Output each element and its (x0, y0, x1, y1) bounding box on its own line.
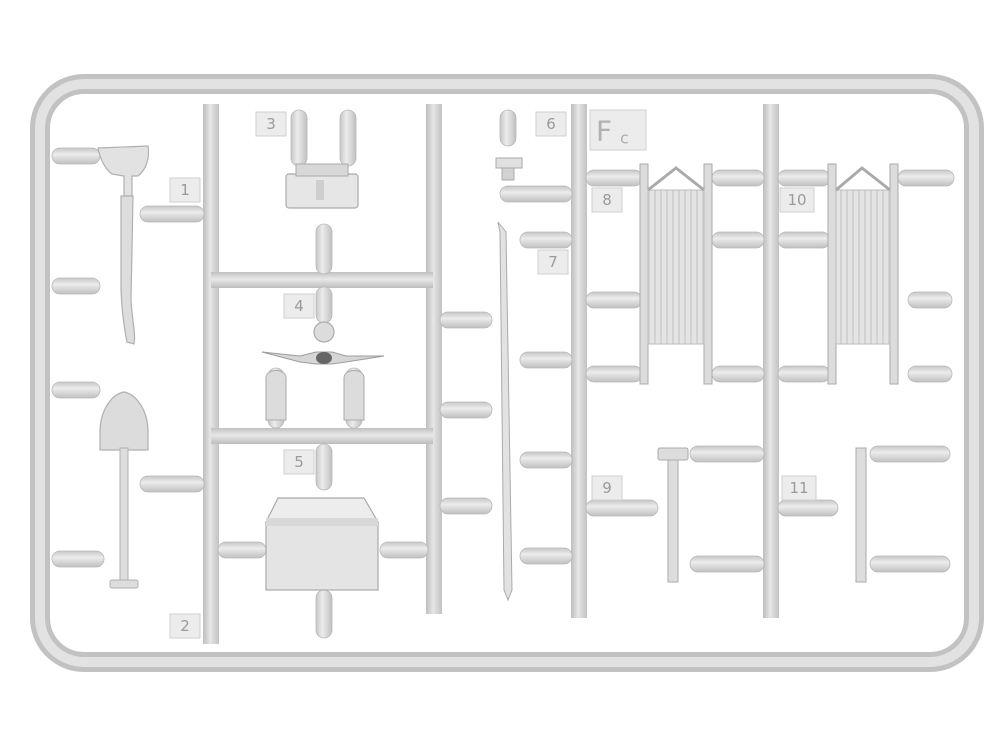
part-label-1: 1 (169, 177, 201, 203)
part-frame (855, 447, 867, 583)
sprue-id-suffix: c (620, 129, 629, 148)
part-label-8: 8 (591, 187, 623, 213)
part-shovel (99, 391, 149, 589)
part-label-6: 6 (535, 111, 567, 137)
gates (51, 109, 955, 639)
part-label-9: 9 (591, 475, 623, 501)
part-bracket (285, 163, 359, 209)
part-number-11: 11 (789, 479, 808, 497)
part-number-5: 5 (294, 453, 304, 471)
part-stretcher-a (639, 163, 713, 385)
part-labels: 1 2 3 4 5 6 7 8 9 10 11 (169, 111, 817, 639)
sprue-frame (30, 74, 984, 672)
part-double-fitting (261, 321, 385, 421)
vertical-runners (203, 104, 779, 644)
part-box (265, 497, 380, 591)
part-rod (495, 157, 523, 602)
part-number-1: 1 (180, 181, 190, 199)
part-axe (97, 145, 150, 345)
part-label-11: 11 (781, 475, 817, 501)
part-number-8: 8 (602, 191, 612, 209)
part-number-4: 4 (294, 297, 304, 315)
part-label-4: 4 (283, 293, 315, 319)
part-number-2: 2 (180, 617, 190, 635)
part-hammer (657, 447, 689, 583)
sprue-id-letter: F (596, 115, 612, 148)
sprue-id-plate: F c (589, 109, 647, 151)
part-stretcher-b (827, 163, 899, 385)
part-number-9: 9 (602, 479, 612, 497)
part-number-7: 7 (548, 253, 558, 271)
part-number-6: 6 (546, 115, 556, 133)
part-label-3: 3 (255, 111, 287, 137)
part-number-3: 3 (266, 115, 276, 133)
horizontal-runners (211, 272, 433, 444)
part-label-2: 2 (169, 613, 201, 639)
part-label-7: 7 (537, 249, 569, 275)
part-label-10: 10 (779, 187, 815, 213)
part-label-5: 5 (283, 449, 315, 475)
part-number-10: 10 (787, 191, 806, 209)
